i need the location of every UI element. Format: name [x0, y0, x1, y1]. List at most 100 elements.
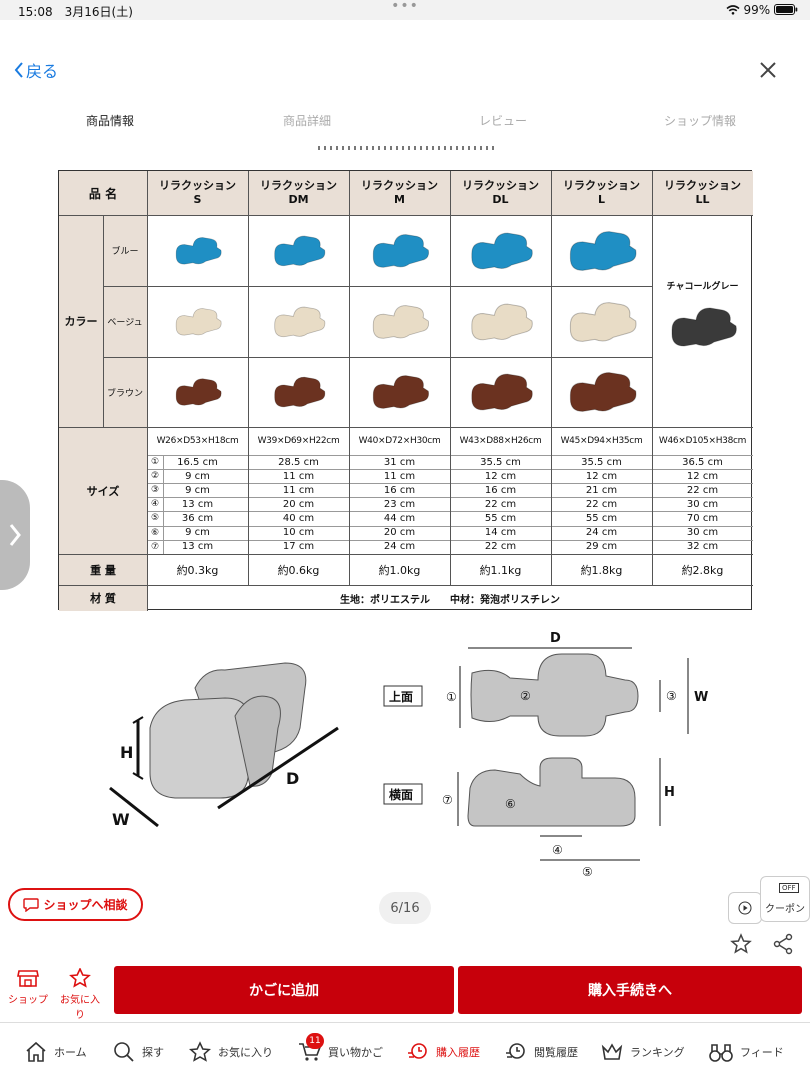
spec-weight: 約0.6kg	[277, 563, 320, 577]
tab-shop-info[interactable]: ショップ情報	[663, 114, 736, 128]
nav-home-label: ホーム	[54, 1046, 87, 1059]
cushion-photo	[259, 294, 338, 349]
spec-weight-label: 重 量	[90, 563, 116, 577]
spec-size-value: 24 cm	[585, 527, 618, 539]
spec-weight: 約0.3kg	[176, 563, 219, 577]
spec-model-name: リラクッション DL	[462, 179, 539, 206]
nav-feed-label: フィード	[740, 1046, 784, 1059]
spec-dimension: W43×D88×H26cm	[459, 436, 542, 446]
spec-size-value: 30 cm	[686, 498, 719, 510]
spec-dimension: W39×D69×H22cm	[257, 436, 340, 446]
nav-purchase-history[interactable]: 購入履歴	[406, 1039, 480, 1065]
consult-shop-button[interactable]: ショップへ相談	[8, 888, 143, 921]
nav-cart[interactable]: 11 買い物かご	[298, 1033, 383, 1065]
nav-purchase-history-label: 購入履歴	[436, 1046, 480, 1059]
spec-weight: 約1.8kg	[580, 563, 623, 577]
nav-ranking[interactable]: ランキング	[600, 1039, 685, 1065]
cart-icon-wrap: 11	[298, 1033, 324, 1063]
nav-home[interactable]: ホーム	[24, 1039, 87, 1065]
spec-size-value: 9 cm	[185, 484, 210, 496]
label-d: D	[286, 769, 299, 788]
back-label: 戻る	[26, 62, 59, 81]
star-outline-icon[interactable]	[730, 933, 752, 955]
add-to-cart-button[interactable]: かごに追加	[114, 966, 454, 1014]
spec-row-index: ⑤	[150, 513, 160, 524]
spec-size-value: 36.5 cm	[682, 456, 723, 468]
spec-color-name: ベージュ	[107, 318, 143, 328]
nav-search-label: 探す	[142, 1046, 164, 1059]
coupon-off-badge: OFF	[779, 883, 799, 893]
spec-size-value: 32 cm	[686, 541, 719, 553]
spec-dimension: W45×D94×H35cm	[560, 436, 643, 446]
label-top-view: 上面	[389, 689, 413, 704]
chevron-right-icon	[9, 524, 21, 546]
shop-action-label: ショップ	[8, 995, 48, 1006]
spec-size-value: 22 cm	[585, 498, 618, 510]
spec-size-value: 31 cm	[383, 456, 416, 468]
image-pager: 6/16	[379, 892, 431, 924]
purchase-actions: ショップ お気に入り かごに追加 購入手続きへ	[0, 960, 810, 1021]
video-button[interactable]	[728, 892, 762, 924]
cart-count-badge: 11	[306, 1033, 324, 1049]
image-scroll-indicator	[318, 146, 496, 150]
crown-icon	[601, 1043, 623, 1060]
tab-product-detail[interactable]: 商品詳細	[282, 114, 331, 128]
cushion-photo	[550, 285, 653, 357]
nav-viewed-history[interactable]: 閲覧履歴	[504, 1039, 578, 1065]
shop-action[interactable]: ショップ	[4, 968, 52, 1006]
tab-product-info[interactable]: 商品情報	[85, 114, 134, 128]
share-icon[interactable]	[772, 933, 794, 955]
star-icon	[188, 1041, 212, 1062]
spec-size-value: 30 cm	[686, 527, 719, 539]
favorite-action[interactable]: お気に入り	[56, 967, 104, 1021]
cushion-photo	[453, 359, 548, 425]
spec-size-value: 24 cm	[383, 541, 416, 553]
cushion-photo	[259, 365, 338, 420]
back-button[interactable]: 戻る	[14, 58, 58, 82]
history-icon	[408, 1043, 427, 1059]
n1-label: ①	[446, 690, 457, 704]
spec-size-value: 35.5 cm	[581, 456, 622, 468]
nav-feed[interactable]: フィード	[708, 1039, 784, 1065]
close-icon[interactable]	[756, 58, 780, 82]
n2-label: ②	[520, 689, 531, 703]
spec-size-value: 70 cm	[686, 512, 719, 524]
checkout-button[interactable]: 購入手続きへ	[458, 966, 802, 1014]
play-icon	[738, 901, 752, 915]
nav-search[interactable]: 探す	[112, 1039, 164, 1065]
n5-label: ⑤	[582, 865, 593, 878]
cushion-photo	[550, 356, 653, 427]
spec-size-value: 22 cm	[484, 541, 517, 553]
spec-row-index: ⑦	[150, 541, 160, 552]
nav-favorites-label: お気に入り	[218, 1046, 273, 1059]
n4-label: ④	[552, 843, 563, 857]
top-d-label: D	[550, 631, 561, 646]
nav-favorites[interactable]: お気に入り	[188, 1039, 273, 1065]
cushion-photo-ll	[652, 297, 753, 357]
spec-row-index: ⑥	[150, 527, 160, 538]
top-w-label: W	[694, 690, 708, 705]
multitask-dots[interactable]: •••	[391, 0, 419, 14]
cushion-photo	[356, 291, 443, 352]
spec-size-label: サイズ	[86, 484, 120, 498]
cushion-photo	[162, 297, 233, 347]
tab-review[interactable]: レビュー	[478, 114, 527, 128]
spec-size-value: 40 cm	[282, 512, 315, 524]
coupon-button[interactable]: OFF クーポン	[760, 876, 810, 922]
status-bar: 15:08 3月16日(土) ••• 99%	[0, 0, 810, 20]
spec-size-value: 12 cm	[686, 470, 719, 482]
spec-dimension: W40×D72×H30cm	[358, 436, 441, 446]
side-swipe-tab[interactable]	[0, 480, 30, 590]
spec-size-value: 12 cm	[484, 470, 517, 482]
spec-size-value: 44 cm	[383, 512, 416, 524]
spec-model-name: リラクッション M	[361, 179, 438, 206]
spec-model-name: リラクッション DM	[260, 179, 337, 206]
spec-row-index: ③	[150, 485, 160, 496]
spec-weight: 約1.1kg	[479, 563, 522, 577]
bottom-nav: ホーム 探す お気に入り 11 買い物かご 購入履歴 閲覧履歴 ランキング フィ…	[0, 1022, 810, 1080]
isometric-cushion	[149, 662, 307, 799]
spec-size-value: 23 cm	[383, 498, 416, 510]
spec-size-value: 11 cm	[282, 470, 315, 482]
spec-weight: 約1.0kg	[378, 563, 421, 577]
